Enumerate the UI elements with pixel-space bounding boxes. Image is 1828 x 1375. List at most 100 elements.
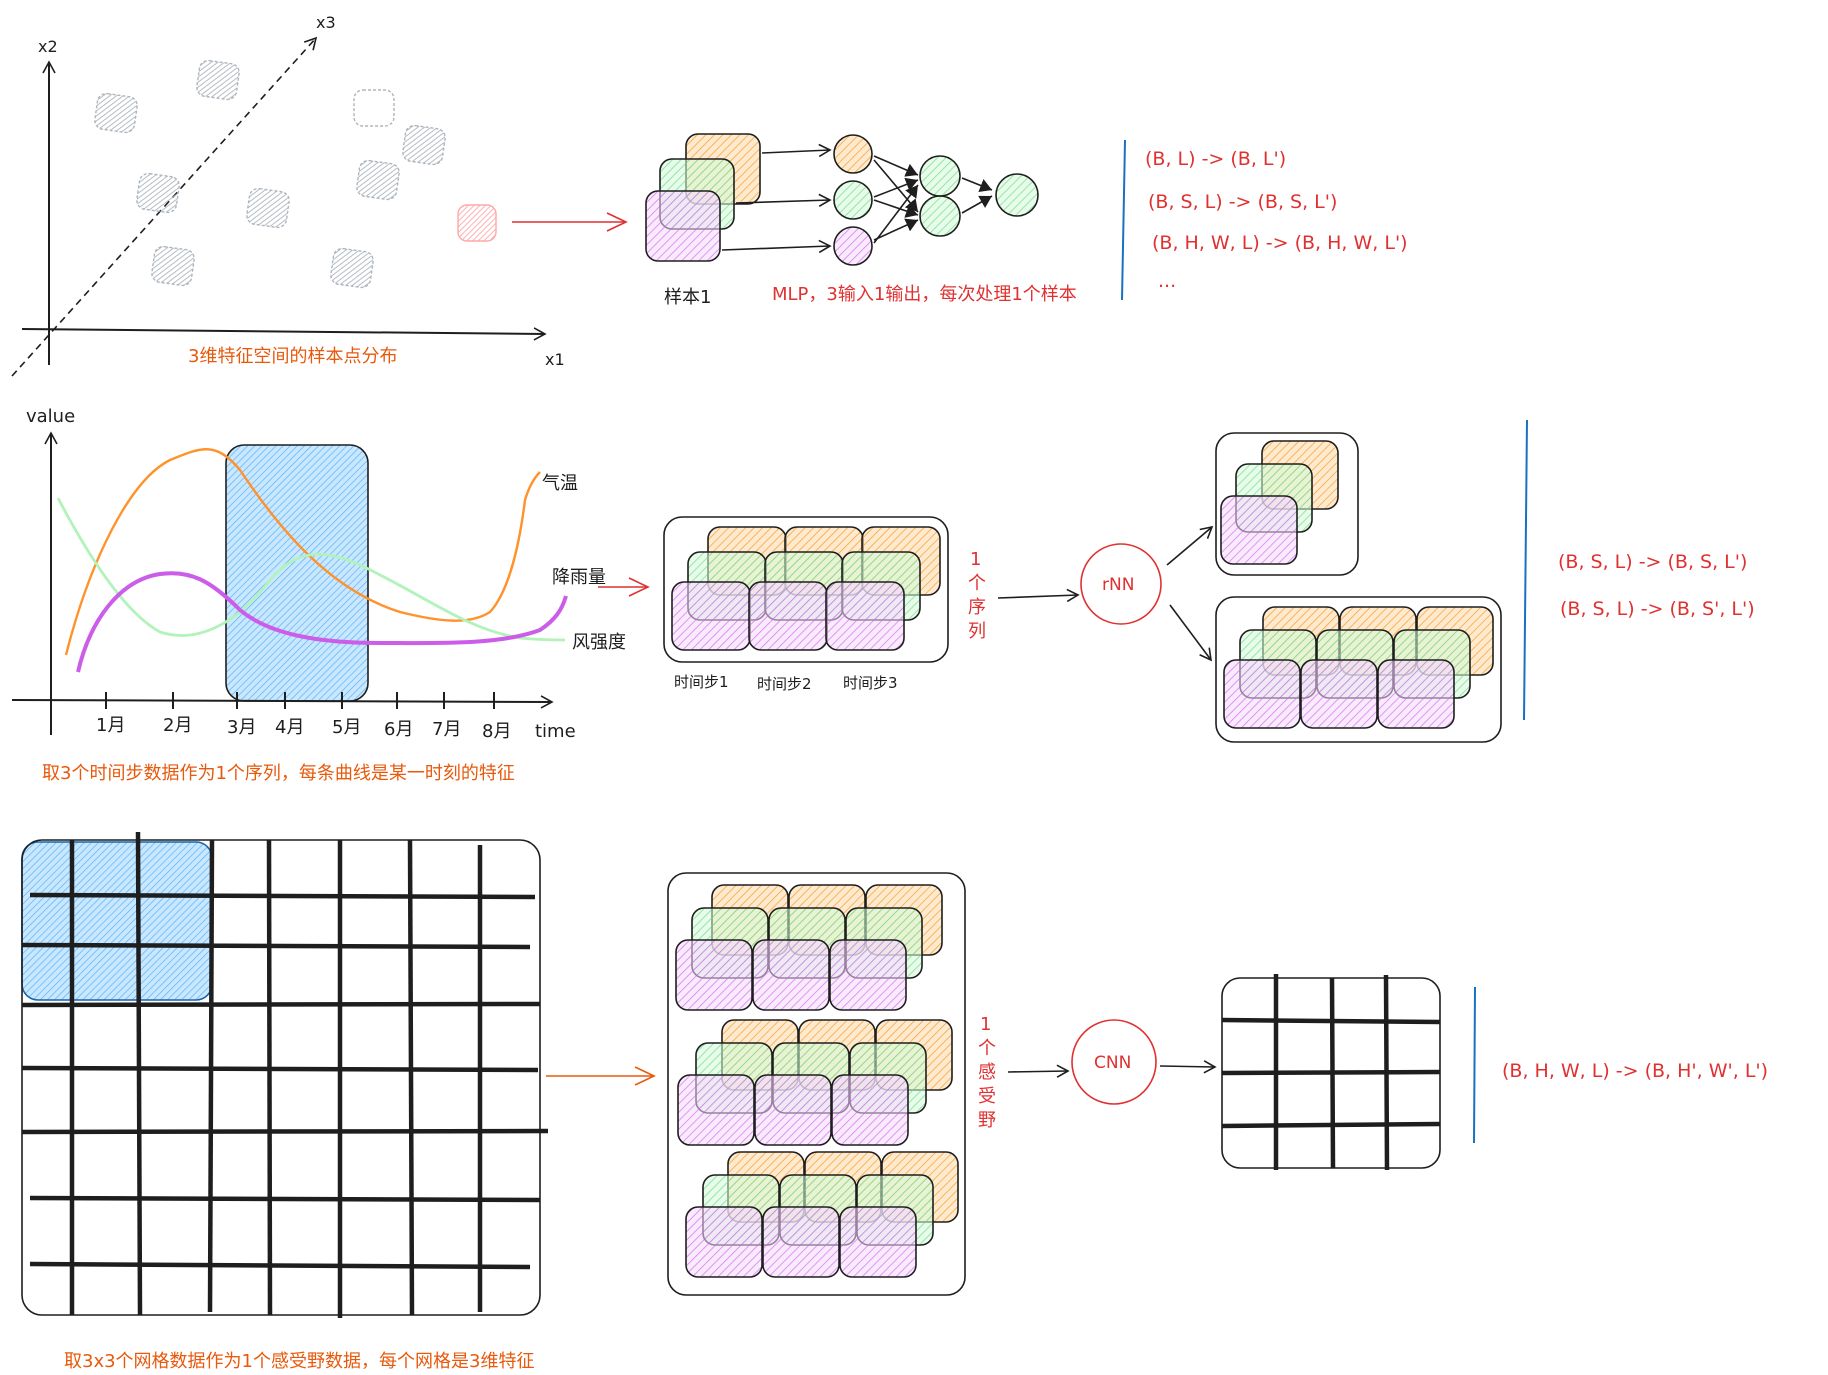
- field-container: [667, 872, 966, 1296]
- x1-axis-label: x1: [545, 350, 565, 369]
- field-row-2: [677, 1019, 953, 1146]
- shape-formula: (B, S, L) -> (B, S', L'): [1560, 598, 1755, 620]
- value-axis-label: value: [26, 406, 75, 427]
- series-label: 气温: [542, 473, 578, 494]
- series-line-temperature: [64, 448, 541, 656]
- sample-points: [94, 59, 497, 289]
- mlp-output-node: [995, 173, 1039, 217]
- field-note-char: 野: [978, 1110, 996, 1131]
- feature-purple: [645, 190, 721, 262]
- sequence-box: [663, 516, 949, 663]
- scatter-caption: 3维特征空间的样本点分布: [188, 346, 397, 367]
- divider-1: [1121, 139, 1126, 301]
- shape-formula: (B, L) -> (B, L'): [1145, 148, 1286, 170]
- month-ticks: [105, 692, 495, 709]
- mlp-input-node: [833, 134, 873, 174]
- field-row-3: [685, 1151, 959, 1278]
- rnn-node: [1080, 543, 1162, 625]
- mlp-hidden-node: [919, 195, 961, 237]
- mlp-input-edge: [735, 193, 832, 208]
- timestep-label: 时间步3: [843, 674, 898, 692]
- field-row-1: [675, 884, 943, 1011]
- month-label: 2月: [163, 715, 192, 736]
- arrow-rnn-to-seq: [1169, 604, 1212, 662]
- sample-point: [246, 187, 290, 229]
- sample-point: [94, 92, 138, 134]
- month-label: 8月: [482, 721, 511, 742]
- time-axis-line: [11, 695, 554, 709]
- series-label: 风强度: [572, 632, 626, 653]
- rnn-output-single: [1215, 432, 1359, 576]
- divider-3: [1473, 986, 1476, 1144]
- x1-axis-line: [21, 327, 547, 341]
- month-label: 4月: [275, 717, 304, 738]
- cnn-node: [1071, 1019, 1157, 1105]
- sample-point: [402, 124, 446, 166]
- arrow-sequence-to-rnn: [997, 588, 1080, 603]
- field-note-char: 个: [978, 1038, 996, 1059]
- sample-point-highlight: [457, 204, 497, 242]
- shape-formula: (B, H, W, L) -> (B, H', W', L'): [1502, 1060, 1768, 1082]
- cnn-output-grid: [1221, 974, 1441, 1171]
- time-axis-label: time: [535, 721, 576, 742]
- shape-formula: (B, H, W, L) -> (B, H, W, L'): [1152, 232, 1408, 254]
- sequence-note: 1 个 序 列: [968, 549, 986, 642]
- sample-point: [151, 245, 195, 287]
- timestep-3: [825, 526, 941, 651]
- panel2-timeseries: value time 1月 2月 3月 4月 5月 6月 7月 8月 气温 降雨…: [11, 406, 626, 784]
- month-labels: 1月 2月 3月 4月 5月 6月 7月 8月: [96, 715, 511, 742]
- sequence-container: [663, 516, 949, 663]
- receptive-field-highlight: [21, 841, 213, 1001]
- month-label: 1月: [96, 715, 125, 736]
- shapes-list-2: (B, S, L) -> (B, S, L') (B, S, L) -> (B,…: [1558, 551, 1755, 620]
- sample-point: [353, 89, 395, 127]
- shapes-list-1: (B, L) -> (B, L') (B, S, L) -> (B, S, L'…: [1145, 148, 1408, 292]
- panel3-grid: 取3x3个网格数据作为1个感受野数据，每个网格是3维特征: [21, 831, 549, 1372]
- month-label: 6月: [384, 719, 413, 740]
- sample-point: [356, 159, 400, 201]
- mlp-hidden-edges: [873, 155, 993, 244]
- arrow-rnn-to-single: [1166, 525, 1214, 566]
- sample-point: [330, 247, 374, 289]
- field-note-char: 1: [980, 1014, 991, 1035]
- x2-axis-label: x2: [38, 37, 58, 56]
- rnn-label: rNN: [1102, 575, 1134, 595]
- shape-formula: (B, S, L) -> (B, S, L'): [1148, 191, 1337, 213]
- window-highlight: [225, 444, 369, 702]
- grid-lines-vertical: [69, 831, 483, 1318]
- mlp-input-node: [833, 180, 873, 220]
- sample-point: [196, 59, 240, 101]
- series-label: 降雨量: [552, 567, 606, 588]
- rnn-output-sequence: [1215, 596, 1502, 743]
- output-container: [1215, 596, 1502, 743]
- field-note-char: 感: [978, 1062, 996, 1083]
- timestep-label: 时间步2: [757, 675, 812, 693]
- sequence-note-char: 1: [970, 549, 981, 570]
- sequence-note-char: 个: [968, 573, 986, 594]
- sample1-stack: [645, 133, 761, 262]
- shape-formula: (B, S, L) -> (B, S, L'): [1558, 551, 1747, 573]
- sequence-note-char: 序: [968, 597, 986, 618]
- mlp-input-edge: [721, 239, 832, 254]
- mlp-network: [721, 134, 1039, 266]
- field-note-char: 受: [978, 1086, 996, 1107]
- month-label: 3月: [227, 717, 256, 738]
- timestep-2: [748, 526, 864, 651]
- series-line-rainfall: [76, 571, 568, 673]
- mlp-hidden-node: [919, 155, 961, 197]
- grid-caption: 取3x3个网格数据作为1个感受野数据，每个网格是3维特征: [64, 1351, 534, 1372]
- cnn-label: CNN: [1094, 1053, 1131, 1073]
- sequence-note-char: 列: [968, 621, 986, 642]
- month-label: 5月: [332, 717, 361, 738]
- grid-lines-horizontal: [21, 892, 549, 1270]
- timeseries-caption: 取3个时间步数据作为1个序列，每条曲线是某一时刻的特征: [42, 763, 515, 784]
- shape-formula: ...: [1158, 270, 1176, 292]
- field-note: 1 个 感 受 野: [978, 1014, 996, 1131]
- x3-axis-line: [11, 36, 318, 377]
- sample1-label: 样本1: [664, 287, 711, 308]
- mlp-input-edge: [761, 143, 832, 158]
- panel1-scatter: x2 x1 x3 3维特征空间的样本点分布: [11, 13, 565, 377]
- arrow-cnn-to-output: [1159, 1060, 1217, 1074]
- output-container: [1215, 432, 1359, 576]
